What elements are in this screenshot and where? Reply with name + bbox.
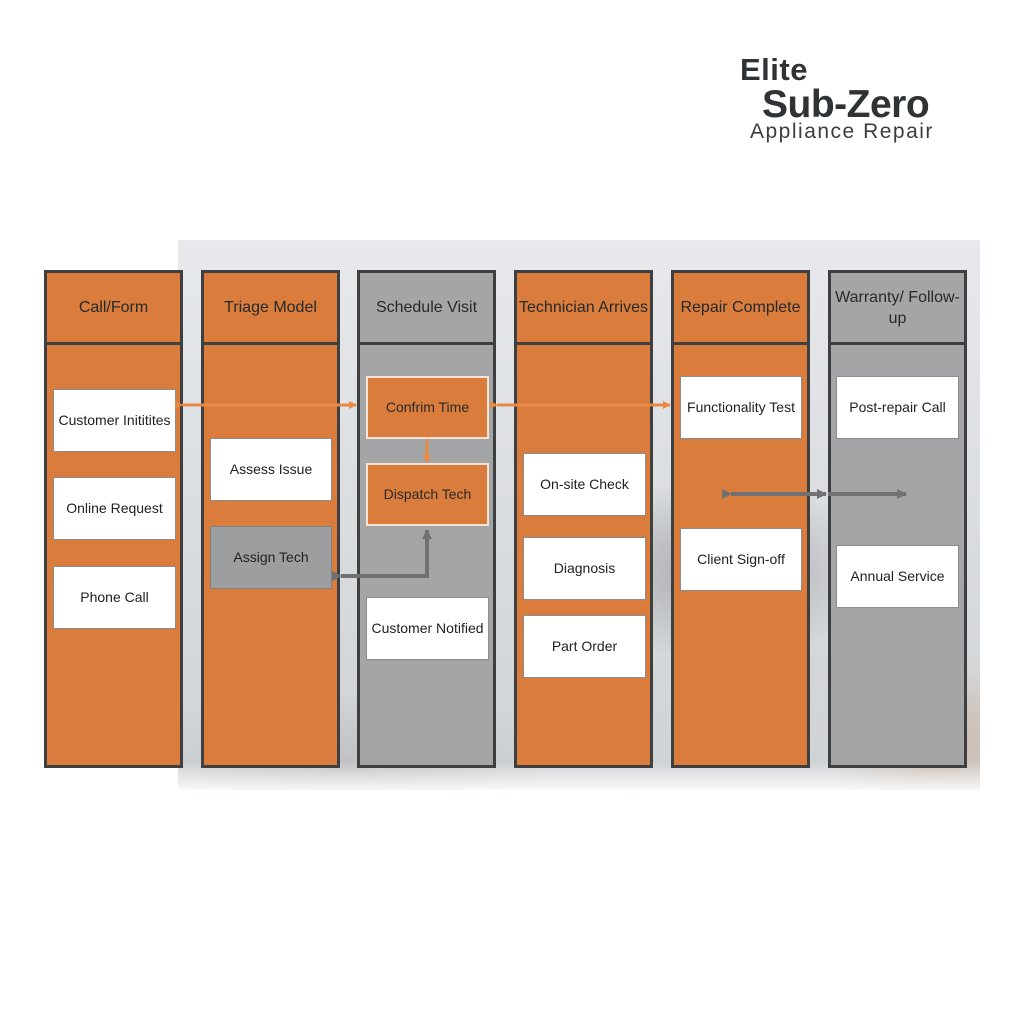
- company-logo: Elite Sub-Zero: [700, 52, 1000, 152]
- logo-line-subzero: Sub-Zero: [762, 83, 930, 126]
- step-part-order: Part Order: [523, 615, 646, 678]
- column-header: Triage Model: [204, 273, 337, 345]
- step-client-sign-off: Client Sign-off: [680, 528, 802, 591]
- column-warranty-follow-up: Warranty/ Follow-up: [828, 270, 967, 768]
- step-post-repair-call: Post-repair Call: [836, 376, 959, 439]
- column-repair-complete: Repair Complete: [671, 270, 810, 768]
- step-online-request: Online Request: [53, 477, 176, 540]
- step-dispatch-tech: Dispatch Tech: [366, 463, 489, 526]
- logo-tagline: Appliance Repair: [750, 120, 934, 143]
- step-customer-notified: Customer Notified: [366, 597, 489, 660]
- column-header: Technician Arrives: [517, 273, 650, 345]
- step-diagnosis: Diagnosis: [523, 537, 646, 600]
- step-confirm-time: Confrim Time: [366, 376, 489, 439]
- arrow-dispatch-to-assign: [332, 529, 432, 581]
- step-phone-call: Phone Call: [53, 566, 176, 629]
- column-technician-arrives: Technician Arrives: [514, 270, 653, 768]
- step-functionality-test: Functionality Test: [680, 376, 802, 439]
- column-header: Warranty/ Follow-up: [831, 273, 964, 345]
- column-header: Schedule Visit: [360, 273, 493, 345]
- step-assess-issue: Assess Issue: [210, 438, 332, 501]
- step-on-site-check: On-site Check: [523, 453, 646, 516]
- column-header: Call/Form: [47, 273, 180, 345]
- step-customer-initiates: Customer Inititites: [53, 389, 176, 452]
- column-header: Repair Complete: [674, 273, 807, 345]
- logo-line-elite: Elite: [740, 52, 808, 87]
- step-annual-service: Annual Service: [836, 545, 959, 608]
- step-assign-tech: Assign Tech: [210, 526, 332, 589]
- column-triage-model: Triage Model: [201, 270, 340, 768]
